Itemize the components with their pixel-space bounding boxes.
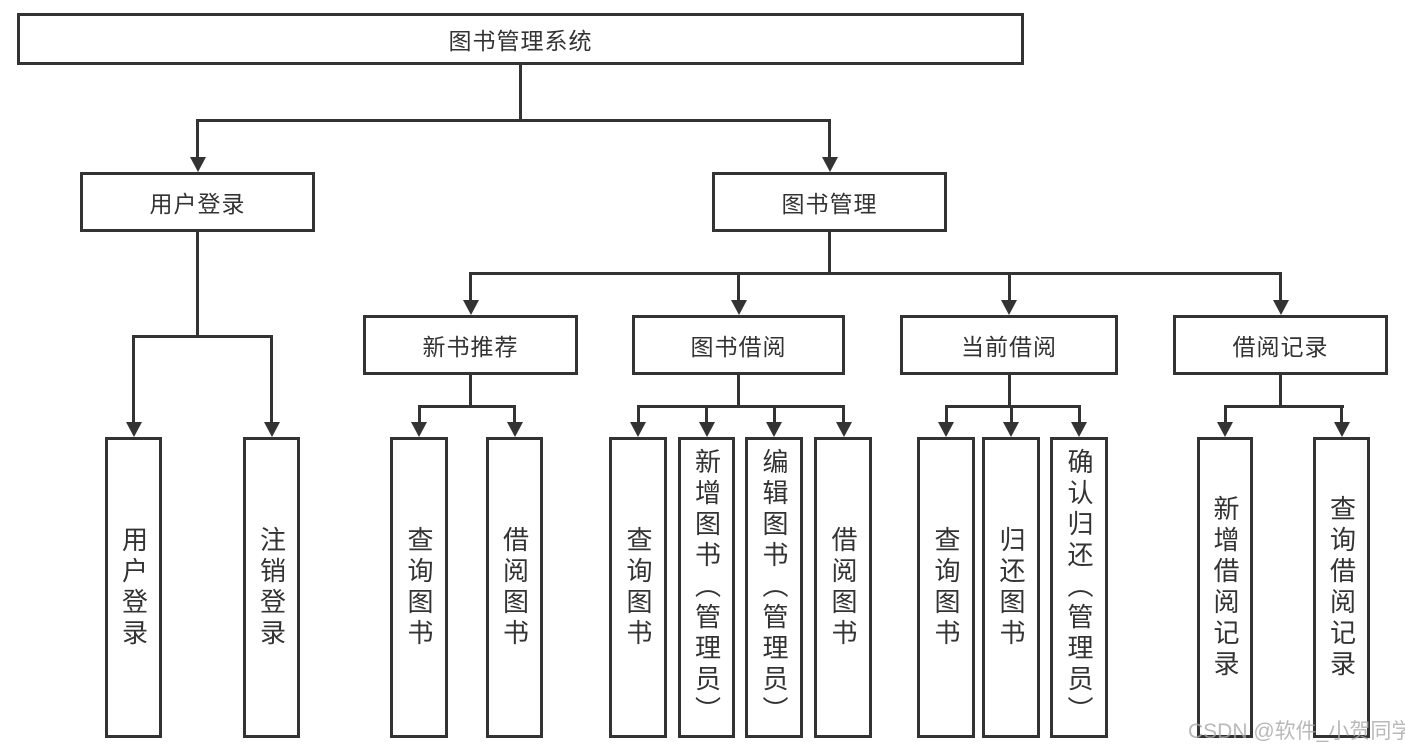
arrow-head-icon [463, 300, 479, 315]
v-line [418, 405, 421, 424]
leaf-user-login: 用户登录 [105, 437, 162, 738]
v-line [469, 375, 472, 405]
node-user-login-branch: 用户登录 [80, 172, 315, 232]
arrow-head-icon [699, 422, 715, 437]
leaf-query-books-borrow: 查询图书 [609, 437, 667, 738]
node-new-book-recommend: 新书推荐 [363, 315, 578, 375]
leaf-edit-books-admin: 编辑图书（管理员） [745, 437, 803, 738]
v-line [945, 405, 948, 424]
leaf-label: 查询图书 [931, 525, 961, 650]
arrow-head-icon [1003, 422, 1019, 437]
leaf-query-books-recommend: 查询图书 [390, 437, 448, 738]
v-line [705, 405, 708, 424]
leaf-label: 查询图书 [623, 525, 653, 650]
v-line [519, 65, 522, 119]
node-book-management: 图书管理 [712, 172, 947, 232]
v-line [842, 405, 845, 424]
v-line [737, 375, 740, 405]
v-line [270, 335, 273, 424]
v-line [828, 232, 831, 272]
arrow-head-icon [766, 422, 782, 437]
v-line [1008, 375, 1011, 405]
v-line [1340, 405, 1343, 424]
h-line [196, 119, 831, 122]
h-line [637, 405, 845, 408]
leaf-label: 借阅图书 [499, 525, 530, 650]
v-line [132, 335, 135, 424]
v-line [196, 232, 199, 335]
leaf-label: 用户登录 [118, 525, 149, 650]
h-line [1224, 405, 1344, 408]
h-line [132, 335, 273, 338]
node-current-borrow: 当前借阅 [900, 315, 1118, 375]
leaf-label: 借阅图书 [828, 525, 858, 650]
leaf-borrow-books: 借阅图书 [814, 437, 872, 738]
leaf-confirm-return-admin: 确认归还（管理员） [1050, 437, 1108, 738]
leaf-label: 归还图书 [996, 525, 1026, 650]
v-line [513, 405, 516, 424]
arrow-head-icon [1071, 422, 1087, 437]
arrow-head-icon [1334, 422, 1350, 437]
arrow-head-icon [1001, 300, 1017, 315]
arrow-head-icon [1217, 422, 1233, 437]
v-line [196, 119, 199, 158]
leaf-label: 编辑图书（管理员） [759, 448, 789, 727]
arrow-head-icon [190, 157, 206, 172]
v-line [1008, 272, 1011, 302]
arrow-head-icon [822, 157, 838, 172]
v-line [773, 405, 776, 424]
leaf-return-books: 归还图书 [982, 437, 1040, 738]
leaf-label: 注销登录 [256, 525, 287, 650]
leaf-query-books-current: 查询图书 [917, 437, 975, 738]
node-book-borrow: 图书借阅 [632, 315, 845, 375]
node-borrow-records: 借阅记录 [1173, 315, 1388, 375]
v-line [1224, 405, 1227, 424]
v-line [828, 119, 831, 158]
leaf-label: 新增借阅记录 [1210, 494, 1240, 681]
arrow-head-icon [938, 422, 954, 437]
v-line [1010, 405, 1013, 424]
leaf-logout: 注销登录 [243, 437, 300, 738]
v-line [1279, 272, 1282, 302]
csdn-watermark: CSDN @软件_小贺同学 [1188, 720, 1405, 743]
leaf-label: 查询图书 [404, 525, 434, 650]
h-line [469, 272, 1282, 275]
leaf-label: 确认归还（管理员） [1064, 448, 1094, 727]
v-line [637, 405, 640, 424]
leaf-label: 查询借阅记录 [1326, 494, 1357, 681]
h-line [945, 405, 1081, 408]
leaf-borrow-books-recommend: 借阅图书 [486, 437, 543, 738]
leaf-add-books-admin: 新增图书（管理员） [678, 437, 735, 738]
v-line [1279, 375, 1282, 405]
arrow-head-icon [630, 422, 646, 437]
leaf-label: 新增图书（管理员） [691, 448, 722, 727]
v-line [469, 272, 472, 302]
v-line [1078, 405, 1081, 424]
arrow-head-icon [507, 422, 523, 437]
leaf-query-borrow-record: 查询借阅记录 [1313, 437, 1370, 738]
h-line [418, 405, 516, 408]
v-line [737, 272, 740, 302]
leaf-add-borrow-record: 新增借阅记录 [1197, 437, 1253, 738]
arrow-head-icon [731, 300, 747, 315]
node-root-system: 图书管理系统 [17, 13, 1024, 65]
arrow-head-icon [264, 422, 280, 437]
arrow-head-icon [1273, 300, 1289, 315]
arrow-head-icon [836, 422, 852, 437]
arrow-head-icon [126, 422, 142, 437]
arrow-head-icon [411, 422, 427, 437]
